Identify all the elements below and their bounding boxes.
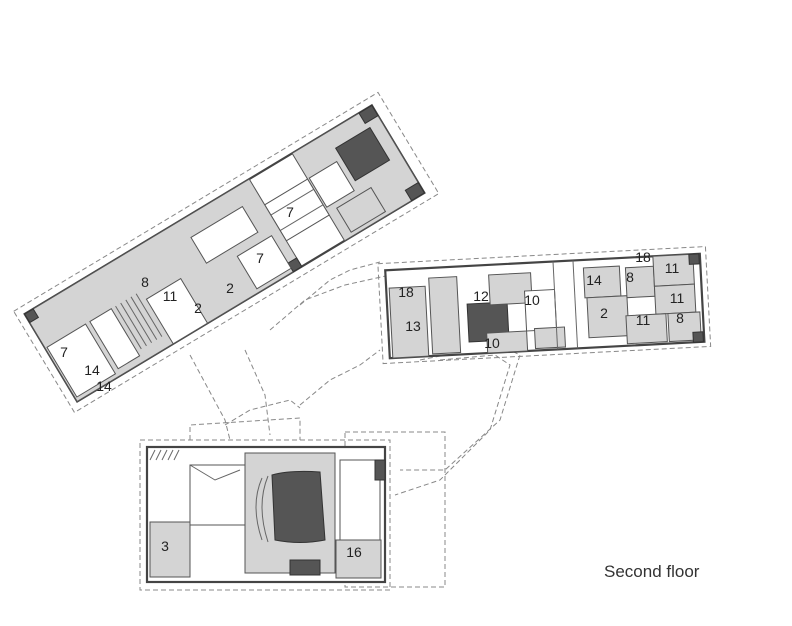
room-label: 10 xyxy=(524,292,540,308)
room-label: 2 xyxy=(600,305,608,321)
room-label: 7 xyxy=(60,344,68,360)
right-wing-labels: 18 13 12 10 10 14 8 18 11 11 2 11 8 xyxy=(398,249,684,351)
room-label: 8 xyxy=(141,274,149,290)
room-label: 7 xyxy=(286,204,294,220)
room-label: 18 xyxy=(635,249,651,265)
room-label: 14 xyxy=(96,378,112,394)
room-label: 3 xyxy=(161,538,169,554)
room-label: 2 xyxy=(226,280,234,296)
auditorium-seating xyxy=(255,470,326,543)
room-label: 14 xyxy=(586,272,602,288)
room-label: 10 xyxy=(484,335,500,351)
room-label: 14 xyxy=(84,362,100,378)
room-label: 11 xyxy=(163,288,178,304)
room-label: 13 xyxy=(405,318,421,334)
room-label: 7 xyxy=(256,250,264,266)
floor-caption: Second floor xyxy=(604,562,700,581)
lower-wing-labels: 3 16 xyxy=(161,538,362,560)
right-wing xyxy=(377,246,712,365)
room-label: 18 xyxy=(398,284,414,300)
upper-wing xyxy=(13,91,440,414)
room-label: 11 xyxy=(665,260,680,276)
room-label: 8 xyxy=(626,269,634,285)
room-label: 2 xyxy=(194,300,202,316)
hatch-marks xyxy=(149,449,180,461)
lower-wing xyxy=(139,439,391,591)
room-label: 16 xyxy=(346,544,362,560)
room-label: 11 xyxy=(636,312,651,328)
room-label: 11 xyxy=(670,290,685,306)
stair-upper xyxy=(115,293,163,350)
room-label: 8 xyxy=(676,310,684,326)
room-label: 12 xyxy=(473,288,489,304)
upper-wing-labels: 7 7 8 2 2 11 7 14 14 xyxy=(60,204,294,394)
